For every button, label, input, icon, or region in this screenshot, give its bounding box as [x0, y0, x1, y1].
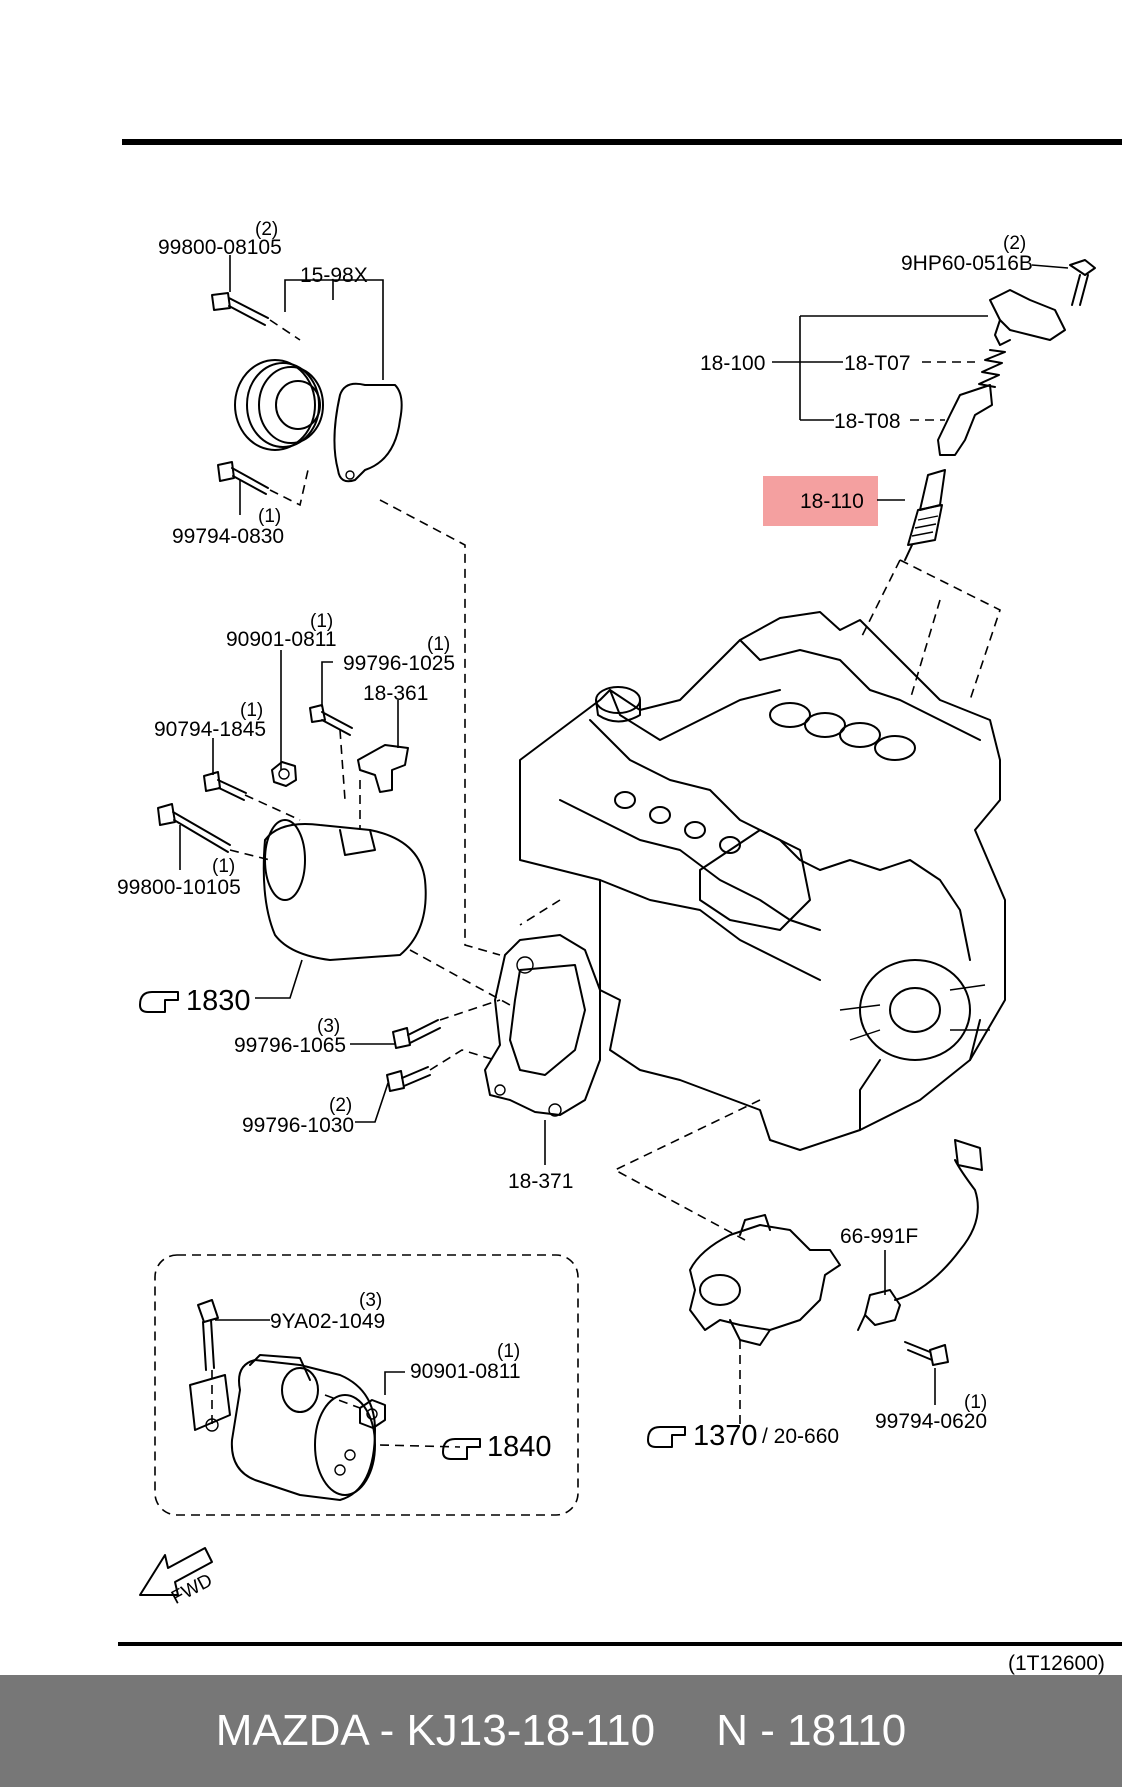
label-99796-1030: 99796-1030 [242, 1114, 354, 1137]
plug-boot [937, 384, 993, 456]
pulley-bracket [333, 382, 403, 483]
nut-90901-0811-b [359, 1399, 386, 1429]
label-qty: (1) [427, 634, 450, 655]
label-qty: (3) [359, 1290, 382, 1311]
label-qty: (1) [240, 700, 263, 721]
label-18-371: 18-371 [508, 1170, 573, 1193]
label-qty: (2) [1003, 233, 1026, 254]
footer-part-number: MAZDA - KJ13-18-110 N - 18110 [215, 1706, 907, 1755]
label-18-t08: 18-T08 [834, 410, 901, 433]
bolt-90794-1845 [203, 771, 247, 801]
label-qty: (1) [964, 1392, 987, 1413]
label-9ya02-1049: 9YA02-1049 [270, 1310, 385, 1333]
bolt-99796-1030 [386, 1066, 431, 1092]
spark-plug-18-110 [904, 469, 946, 561]
engine-block [519, 611, 1006, 1151]
plug-guide-lines [859, 559, 1001, 701]
nut-90901-0811 [271, 761, 297, 787]
thermostat-housing [689, 1214, 841, 1346]
bolt-99800-10105 [157, 803, 231, 853]
sensor-18-361 [357, 744, 409, 793]
label-18-t07: 18-T07 [844, 352, 911, 375]
label-1830: 1830 [186, 985, 251, 1017]
highlight-box [763, 476, 878, 526]
bolt-99794-0620 [904, 1341, 949, 1366]
label-qty: (1) [258, 506, 281, 527]
idler-pulley [234, 359, 324, 451]
label-18-361: 18-361 [363, 682, 428, 705]
label-qty: (3) [317, 1016, 340, 1037]
bolt-99794-0830 [217, 461, 269, 495]
label-ref-code: (1T12600) [1008, 1652, 1105, 1675]
label-18-110: 18-110 [800, 490, 864, 513]
label-9hp60-0516b: 9HP60-0516B [901, 252, 1033, 275]
label-15-98x: 15-98X [300, 264, 368, 287]
label-qty: (1) [497, 1341, 520, 1362]
label-fwd: FWD [168, 1570, 216, 1609]
bolt-99796-1065 [392, 1019, 441, 1049]
label-99800-10105: 99800-10105 [117, 876, 241, 899]
label-66-991f: 66-991F [840, 1225, 918, 1248]
label-90901-0811-b: 90901-0811 [410, 1360, 521, 1383]
pulley-guide-lines [269, 319, 501, 956]
hand-pointer-icon-1370 [647, 1426, 686, 1448]
footer-bar: MAZDA - KJ13-18-110 N - 18110 [0, 1675, 1122, 1787]
leader-lines [179, 255, 1069, 1405]
label-99796-1065: 99796-1065 [234, 1034, 346, 1057]
label-qty: (1) [212, 856, 235, 877]
label-qty: (2) [329, 1095, 352, 1116]
starter-motor [189, 1354, 376, 1501]
bracket-18-371 [484, 934, 601, 1117]
sensor-66-991f [857, 1139, 983, 1331]
label-18-100: 18-100 [700, 352, 765, 375]
fwd-arrow-icon [139, 1547, 213, 1596]
starter-group-box [154, 1254, 579, 1516]
label-90901-0811: 90901-0811 [226, 628, 337, 651]
bolt-99796-1025 [309, 704, 353, 736]
bolt-99800-08105 [211, 292, 269, 326]
label-99794-0830: 99794-0830 [172, 525, 284, 548]
bracket-guide-lines [429, 999, 501, 1071]
label-90794-1845: 90794-1845 [154, 718, 266, 741]
ignition-coil [989, 259, 1096, 346]
alternator [262, 819, 427, 961]
label-99796-1025: 99796-1025 [343, 652, 455, 675]
label-99794-0620: 99794-0620 [875, 1410, 987, 1433]
label-qty: (2) [255, 219, 278, 240]
bolt-9ya02-1049 [197, 1299, 219, 1371]
alternator-guide-lines [229, 729, 561, 1006]
housing-guide-lines [613, 1099, 761, 1241]
label-1840: 1840 [487, 1431, 552, 1463]
parts-diagram: (2) 99800-08105 15-98X (1) 99794-0830 (2… [117, 139, 1122, 1675]
label-1370: 1370 [693, 1420, 758, 1452]
label-99800-08105: 99800-08105 [158, 236, 282, 259]
hand-pointer-icon-1840 [442, 1438, 481, 1460]
hand-pointer-icon-1830 [139, 991, 179, 1013]
label-20-660: / 20-660 [762, 1425, 839, 1448]
starter-guide-lines [211, 1370, 461, 1448]
label-qty: (1) [310, 611, 333, 632]
coil-spring [978, 349, 1006, 388]
